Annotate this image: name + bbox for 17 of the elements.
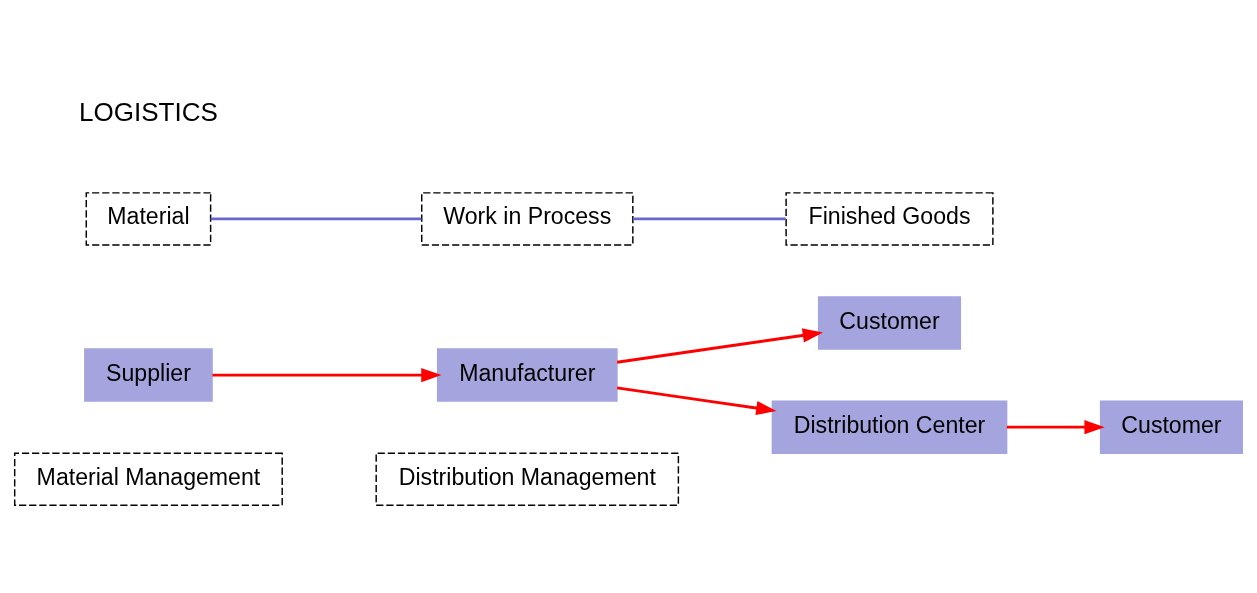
node-box: Supplier [84,347,213,402]
arrow [616,327,823,364]
connector [210,216,422,220]
node-box: Distribution Center [771,399,1008,454]
node-box: Customer [1099,399,1244,454]
connector [633,216,786,220]
arrow [212,367,442,382]
node-box: Manufacturer [436,347,618,402]
node-box: Distribution Management [375,451,680,506]
node-box: Material [85,191,212,246]
label: LOGISTICS [79,96,218,127]
node-box: Finished Goods [785,191,994,246]
node-box: Work in Process [421,191,634,246]
node-box: Customer [817,295,962,350]
arrow [616,385,777,415]
node-box: Material Management [13,451,283,506]
arrow [1006,419,1105,434]
